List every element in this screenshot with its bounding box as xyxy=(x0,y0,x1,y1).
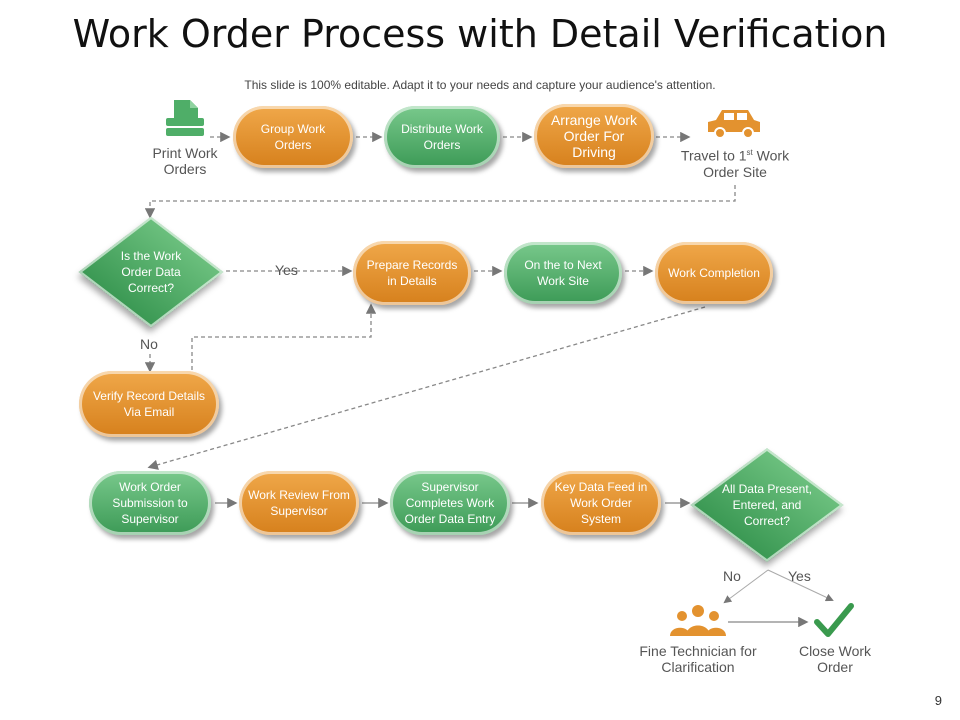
page-title: Work Order Process with Detail Verificat… xyxy=(72,12,888,56)
step-work-completion: Work Completion xyxy=(655,242,773,304)
travel-label-sup: st xyxy=(746,148,753,157)
step-arrange-work-order: Arrange Work Order For Driving xyxy=(534,104,654,168)
label-yes-2: Yes xyxy=(788,568,811,584)
decision-2-text: All Data Present, Entered, and Correct? xyxy=(721,482,813,528)
label-yes-1: Yes xyxy=(275,262,298,278)
step-work-review: Work Review From Supervisor xyxy=(239,471,359,535)
step-work-order-submission: Work Order Submission to Supervisor xyxy=(89,471,211,535)
label-travel-work-order-site: Travel to 1st Work Order Site xyxy=(668,145,802,180)
step-prepare-records: Prepare Records in Details xyxy=(353,241,471,305)
step-verify-record-details: Verify Record Details Via Email xyxy=(79,371,219,437)
decision-1-text: Is the Work Order Data Correct? xyxy=(120,249,182,295)
checkmark-icon xyxy=(814,602,854,638)
arrow-completion-to-submission xyxy=(147,306,706,470)
step-group-work-orders: Group Work Orders xyxy=(233,106,353,168)
page-number: 9 xyxy=(934,693,942,708)
step-supervisor-completes: Supervisor Completes Work Order Data Ent… xyxy=(390,471,510,535)
decision-work-order-data-correct: Is the Work Order Data Correct? xyxy=(78,216,224,328)
step-next-work-site: On the to Next Work Site xyxy=(504,242,622,304)
arrow-decision2-no xyxy=(723,569,769,604)
arrow-decision2-yes xyxy=(767,569,834,602)
label-close-work-order: Close Work Order xyxy=(798,643,872,675)
step-distribute-work-orders: Distribute Work Orders xyxy=(384,106,500,168)
label-print-work-orders: Print Work Orders xyxy=(152,145,218,177)
arrow-verify-to-prepare xyxy=(191,303,377,370)
decision-all-data-present: All Data Present, Entered, and Correct? xyxy=(690,448,844,562)
label-fine-technician: Fine Technician for Clarification xyxy=(639,643,757,675)
label-no-1: No xyxy=(140,336,158,352)
subtitle: This slide is 100% editable. Adapt it to… xyxy=(244,78,716,92)
label-no-2: No xyxy=(723,568,741,584)
printer-icon xyxy=(164,98,206,140)
car-icon xyxy=(706,108,762,140)
travel-label-suffix: Work Order Site xyxy=(703,147,790,180)
people-group-icon xyxy=(668,604,728,638)
travel-label-prefix: Travel to 1 xyxy=(680,147,747,164)
arrow-travel-to-decision1 xyxy=(144,185,736,219)
step-key-data-feed: Key Data Feed in Work Order System xyxy=(541,471,661,535)
